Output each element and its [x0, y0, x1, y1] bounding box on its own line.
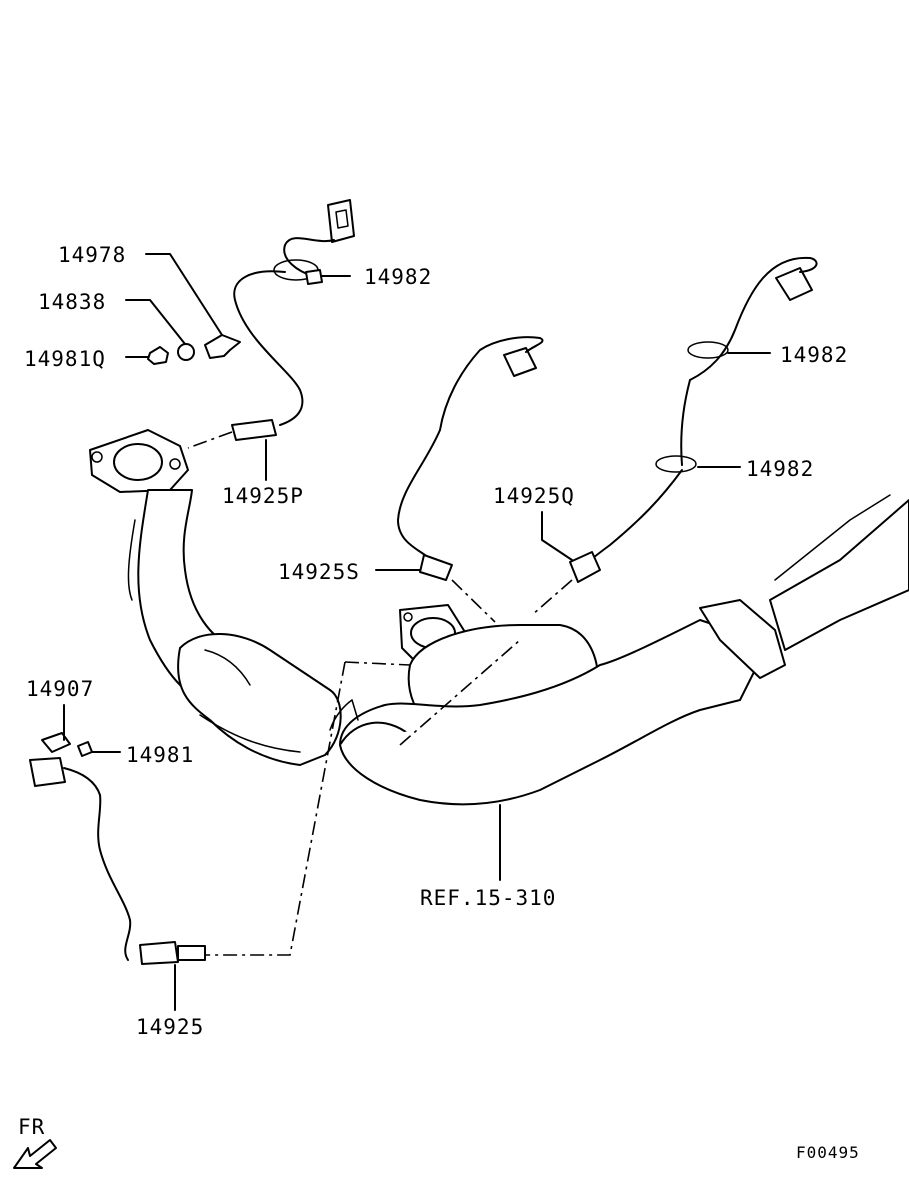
front-direction-arrow [13, 1139, 57, 1169]
label-14925: 14925 [136, 1015, 204, 1039]
label-14978: 14978 [58, 243, 126, 267]
oxygen-sensor-14925p[interactable] [187, 199, 355, 481]
label-14925q: 14925Q [493, 484, 575, 508]
label-front: FR [18, 1115, 45, 1139]
label-14981: 14981 [126, 743, 194, 767]
clamp-14982-top [305, 269, 351, 285]
label-14907: 14907 [26, 677, 94, 701]
label-14925p: 14925P [222, 484, 304, 508]
label-reference: REF.15-310 [420, 886, 556, 910]
figure-code: F00495 [796, 1143, 860, 1162]
label-14982-right2: 14982 [746, 457, 814, 481]
sensor-14925-position-line [344, 661, 411, 666]
label-14982-top: 14982 [364, 265, 432, 289]
oxygen-sensor-14925q[interactable] [531, 256, 818, 616]
sensor-14925-locator [205, 661, 346, 956]
exhaust-manifold-assembly [89, 429, 909, 881]
label-14925s: 14925S [278, 560, 360, 584]
label-14838: 14838 [38, 290, 106, 314]
oxygen-sensor-14925s[interactable] [375, 336, 544, 623]
label-14982-right1: 14982 [780, 343, 848, 367]
label-14981q: 14981Q [24, 347, 106, 371]
oxygen-sensor-14925[interactable] [29, 704, 206, 1011]
sensor-bracket-parts [125, 253, 241, 365]
